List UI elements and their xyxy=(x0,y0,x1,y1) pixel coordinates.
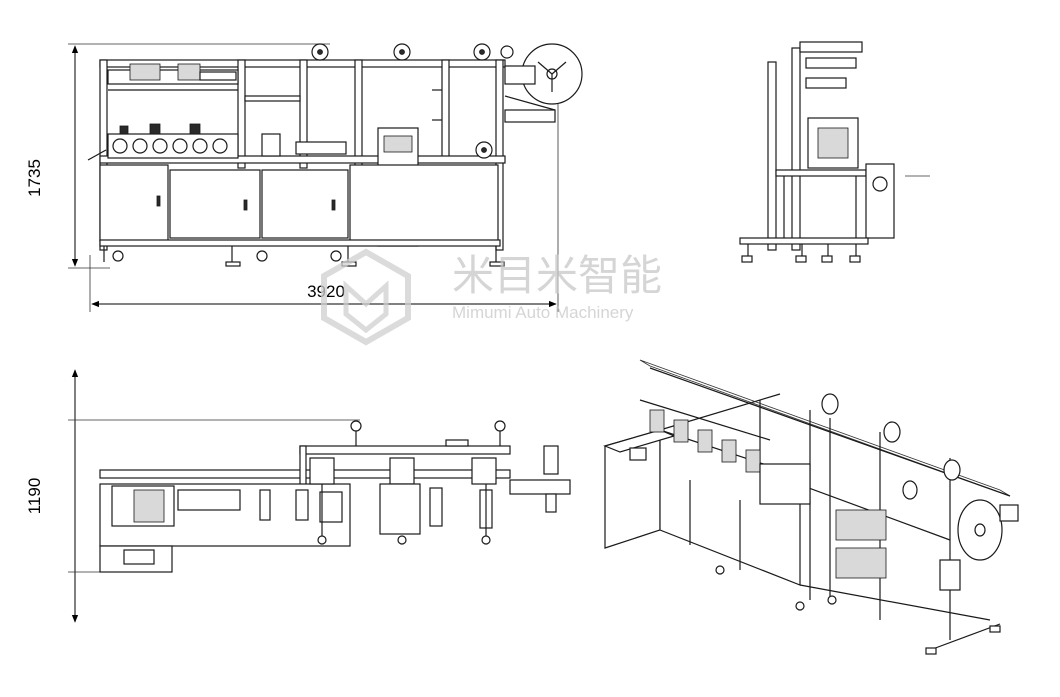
feet xyxy=(103,246,505,267)
right-post xyxy=(495,59,504,251)
brand-name-cn: 米目米智能 xyxy=(452,252,662,299)
brand-logo xyxy=(321,248,411,346)
post-3 xyxy=(299,59,308,169)
height-label: 1735 xyxy=(25,159,44,197)
post-2 xyxy=(237,59,246,169)
width-label: 1190 xyxy=(25,478,44,515)
watermark: 米目米智能 Mimumi Auto Machinery xyxy=(321,248,662,346)
front-view: 1735 3920 xyxy=(25,43,583,312)
iso-feet xyxy=(715,565,1001,655)
side-view xyxy=(739,41,930,263)
post-5 xyxy=(441,59,450,161)
iso-reel xyxy=(957,499,1019,561)
material-reel xyxy=(504,43,583,123)
top-pulleys xyxy=(311,43,514,159)
iso-pulleys xyxy=(821,393,961,500)
hmi-screen xyxy=(123,549,155,565)
top-view xyxy=(68,369,571,623)
table-rail xyxy=(99,155,506,164)
isometric-view xyxy=(603,359,1019,655)
post-4 xyxy=(354,59,363,169)
left-roller-assembly xyxy=(107,63,239,91)
mid-rail xyxy=(244,95,301,102)
top-width-dimension xyxy=(68,369,360,623)
lower-cabinet xyxy=(99,164,501,247)
iso-hmi-screen xyxy=(629,447,647,461)
iso-roller-row xyxy=(649,409,961,591)
top-stations xyxy=(309,457,497,545)
front-height-dimension xyxy=(68,43,330,269)
brand-name-en: Mimumi Auto Machinery xyxy=(452,303,634,322)
roller-station xyxy=(87,123,347,161)
